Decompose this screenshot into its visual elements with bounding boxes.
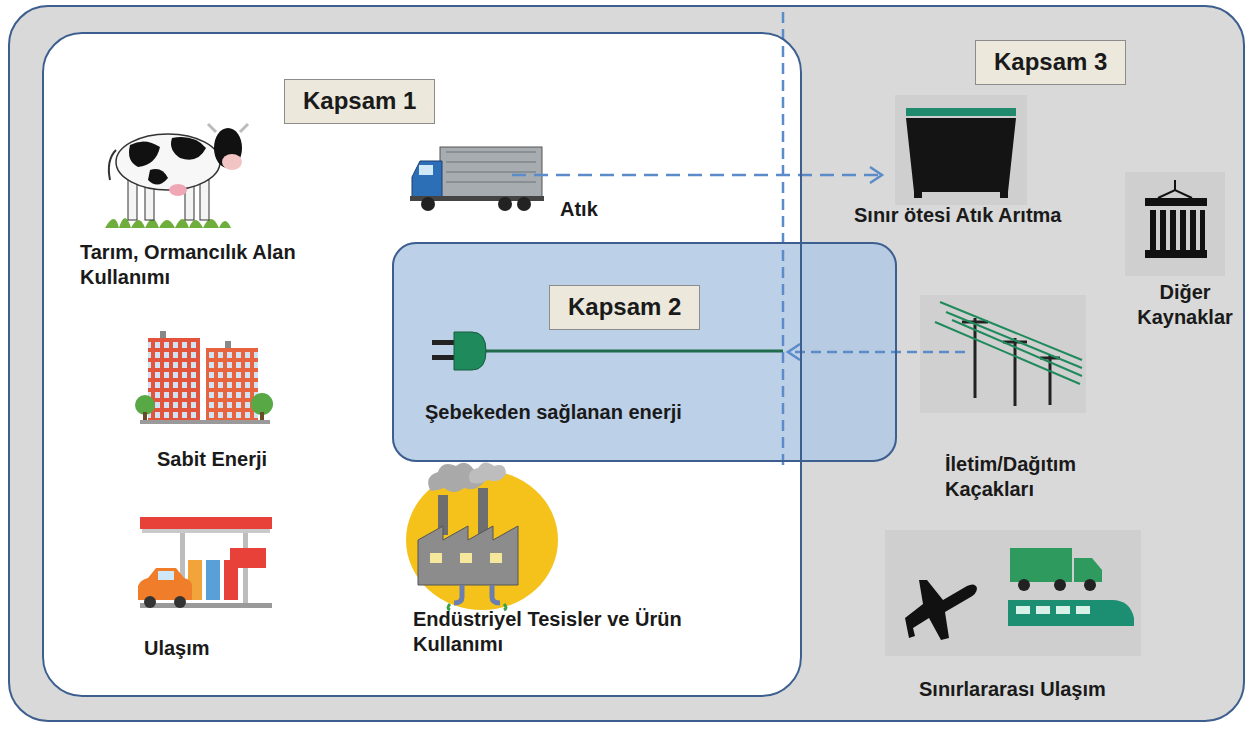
power-line-icon bbox=[920, 295, 1086, 413]
icon-label: Tarım, Ormancılık Alan Kullanımı bbox=[80, 240, 305, 290]
scope-region: Kapsam 2 bbox=[392, 242, 897, 462]
container-icon bbox=[1125, 172, 1225, 276]
factory-icon bbox=[406, 462, 558, 610]
icon-label: Atık bbox=[560, 197, 598, 222]
scope-region: Kapsam 1 bbox=[42, 32, 802, 697]
region-fill bbox=[8, 5, 1245, 722]
transport-icon bbox=[885, 530, 1141, 656]
scope-title: Kapsam 3 bbox=[975, 40, 1126, 85]
buildings-icon bbox=[135, 331, 273, 424]
icon-label: Endüstriyel Tesisler ve Ürün Kullanımı bbox=[413, 607, 688, 657]
icon-label: Ulaşım bbox=[144, 636, 210, 661]
plug-icon bbox=[432, 332, 783, 370]
icon-label: Şebekeden sağlanan enerji bbox=[425, 400, 682, 425]
icon-label: Sınırlararası Ulaşım bbox=[919, 677, 1106, 702]
region-fill bbox=[392, 242, 897, 462]
gas-station-icon bbox=[138, 517, 272, 608]
scope-title: Kapsam 2 bbox=[549, 285, 700, 330]
icon-label: İletim/Dağıtım Kaçakları bbox=[945, 452, 1125, 502]
icon-label: Diğer Kaynaklar bbox=[1125, 280, 1245, 330]
icon-label: Sınır ötesi Atık Arıtma bbox=[854, 203, 1061, 228]
dumpster-icon bbox=[895, 95, 1027, 205]
truck-icon bbox=[410, 147, 544, 211]
icon-label: Sabit Enerji bbox=[157, 447, 267, 472]
cow-icon bbox=[105, 124, 248, 228]
scope-title: Kapsam 1 bbox=[284, 79, 435, 124]
